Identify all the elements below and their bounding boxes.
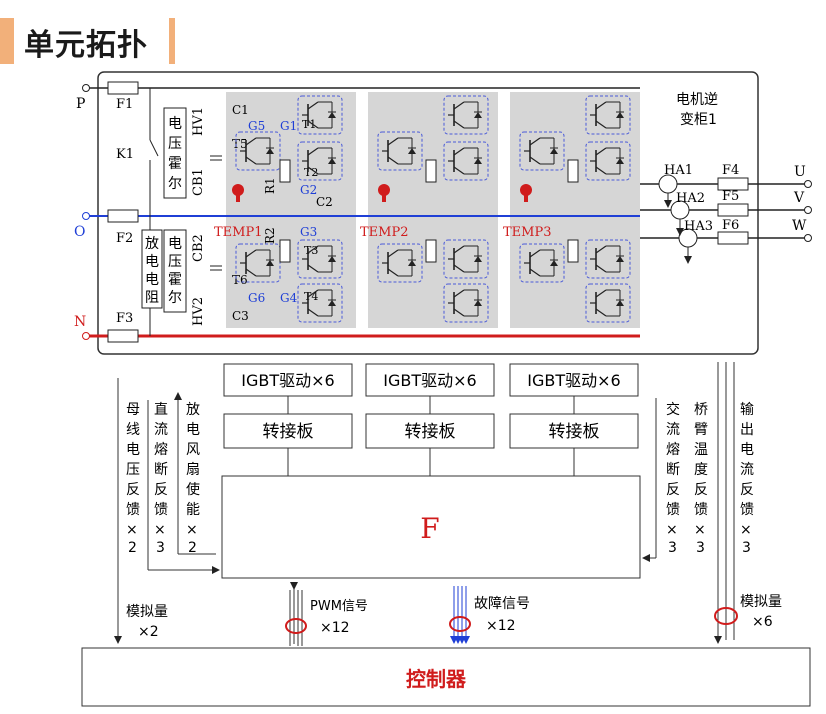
igbt-driver-box-1 bbox=[223, 363, 353, 397]
temp1-label: TEMP1 bbox=[214, 225, 263, 240]
cabinet-label-line2: 变柜1 bbox=[680, 112, 717, 128]
g2-label: G2 bbox=[300, 183, 317, 197]
temp2-sensor-icon bbox=[378, 184, 390, 202]
analog-right-label: 模拟量 bbox=[740, 594, 782, 610]
analog-left-count: ×2 bbox=[138, 624, 159, 640]
cb2-label: CB2 bbox=[191, 234, 206, 262]
voltage-hall-top bbox=[163, 107, 187, 199]
cb1-label: CB1 bbox=[191, 168, 206, 196]
fuse-f2-label: F2 bbox=[116, 231, 133, 246]
adapter-label-2: 转接板 bbox=[405, 422, 456, 442]
signal-dc-fuse-feedback: 直 流 熔 断 反 馈 × 3 bbox=[154, 401, 172, 556]
module-phase-1 bbox=[226, 92, 356, 328]
output-v-label: V bbox=[793, 190, 805, 206]
signal-discharge-fan-enable: 放 电 风 扇 使 能 × 2 bbox=[186, 402, 204, 556]
ha2-label: HA2 bbox=[676, 191, 705, 206]
adapter-board-1 bbox=[223, 413, 353, 449]
resistor-r1 bbox=[279, 159, 291, 183]
r1-label: R1 bbox=[263, 177, 277, 194]
t6-label: T6 bbox=[232, 273, 248, 287]
fault-count: ×12 bbox=[486, 618, 516, 634]
pwm-count: ×12 bbox=[320, 620, 350, 636]
g1-label: G1 bbox=[280, 119, 297, 133]
module-phase-2 bbox=[368, 92, 498, 328]
igbt-driver-label-3: IGBT驱动×6 bbox=[527, 371, 620, 390]
discharge-label: 放 电 电 阻 bbox=[145, 236, 163, 306]
rail-o-label: O bbox=[74, 224, 85, 240]
cabinet-label-line1: 电机逆 bbox=[676, 92, 718, 108]
g3-label: G3 bbox=[300, 225, 317, 239]
hall-top-label: 电 压 霍 尔 bbox=[168, 116, 186, 192]
temp2-label: TEMP2 bbox=[360, 225, 409, 240]
discharge-resistor bbox=[141, 229, 163, 309]
g4-label: G4 bbox=[280, 291, 298, 305]
center-block-f bbox=[221, 475, 641, 579]
fuse-f3-label: F3 bbox=[116, 311, 133, 326]
signal-bus-voltage-feedback: 母 线 电 压 反 馈 × 2 bbox=[126, 402, 144, 556]
analog-right-count: ×6 bbox=[752, 614, 773, 630]
temp3-sensor-icon bbox=[520, 184, 532, 202]
fault-bundle-marker bbox=[449, 616, 471, 632]
analog-right-marker bbox=[714, 607, 738, 625]
adapter-label-3: 转接板 bbox=[549, 422, 600, 442]
adapter-label-1: 转接板 bbox=[263, 422, 314, 442]
igbt-driver-label-1: IGBT驱动×6 bbox=[241, 371, 334, 390]
voltage-hall-bottom bbox=[163, 229, 187, 313]
g5-label: G5 bbox=[248, 119, 265, 133]
hv1-label: HV1 bbox=[191, 107, 206, 136]
controller-label: 控制器 bbox=[406, 667, 467, 691]
c2-label: C2 bbox=[316, 195, 333, 209]
ha1-label: HA1 bbox=[664, 163, 693, 178]
rail-p-label: P bbox=[76, 96, 85, 112]
module-phase-3 bbox=[510, 92, 640, 328]
t1-label: T1 bbox=[302, 118, 316, 131]
rail-n-label: N bbox=[74, 314, 86, 330]
pwm-bundle-marker bbox=[285, 618, 307, 634]
igbt-driver-label-2: IGBT驱动×6 bbox=[383, 371, 476, 390]
resistor-r2 bbox=[279, 239, 291, 263]
hall-bottom-label: 电 压 霍 尔 bbox=[168, 236, 186, 306]
output-w-label: W bbox=[792, 218, 807, 234]
fault-label: 故障信号 bbox=[474, 596, 530, 612]
temp3-label: TEMP3 bbox=[503, 225, 552, 240]
ha3-label: HA3 bbox=[684, 219, 713, 234]
igbt-driver-box-3 bbox=[509, 363, 639, 397]
hv2-label: HV2 bbox=[191, 297, 206, 326]
fuse-f1-label: F1 bbox=[116, 97, 133, 112]
g6-label: G6 bbox=[248, 291, 265, 305]
contactor-k1-label: K1 bbox=[116, 147, 134, 162]
cabinet-frame bbox=[97, 71, 759, 355]
slide-title: 单元拓扑 bbox=[24, 28, 148, 63]
fuse-f5-label: F5 bbox=[722, 189, 739, 204]
controller-block bbox=[81, 647, 811, 707]
c1-label: C1 bbox=[232, 103, 249, 117]
signal-output-current-feedback: 输 出 电 流 反 馈 × 3 bbox=[740, 402, 758, 556]
signal-ac-fuse-feedback: 交 流 熔 断 反 馈 × 3 bbox=[666, 401, 684, 556]
fuse-f4-label: F4 bbox=[722, 163, 739, 178]
analog-left-label: 模拟量 bbox=[126, 604, 168, 620]
title-accent-bar bbox=[0, 18, 14, 64]
adapter-board-3 bbox=[509, 413, 639, 449]
fuse-f6-label: F6 bbox=[722, 218, 739, 233]
c3-label: C3 bbox=[232, 309, 249, 323]
center-block-label: F bbox=[420, 512, 439, 545]
output-u-label: U bbox=[794, 164, 806, 180]
r2-label: R2 bbox=[263, 227, 277, 244]
title-accent-bar-right bbox=[169, 18, 175, 64]
pwm-label: PWM信号 bbox=[310, 599, 368, 614]
temp1-sensor-icon bbox=[232, 184, 244, 202]
signal-bridge-temp-feedback: 桥 臂 温 度 反 馈 × 3 bbox=[694, 402, 712, 556]
